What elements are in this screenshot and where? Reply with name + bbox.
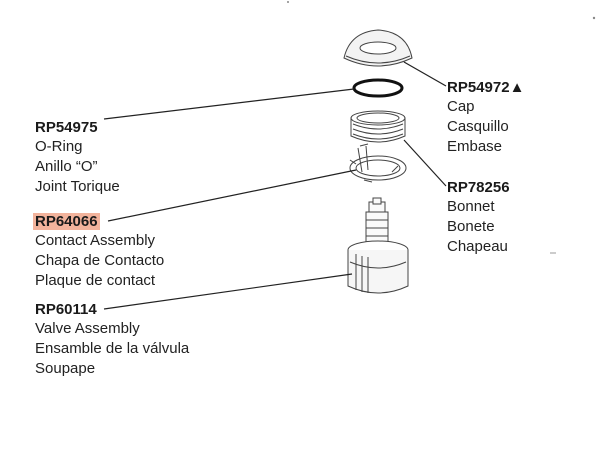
contact-desc-en: Contact Assembly: [35, 232, 156, 249]
cap-desc-fr: Embase: [447, 138, 503, 155]
stray-mark-right: [592, 16, 596, 20]
oring-desc-en: O-Ring: [35, 138, 83, 155]
contact-desc-es: Chapa de Contacto: [35, 252, 165, 269]
contact-leader-line: [107, 169, 357, 222]
valve-leader-line: [103, 273, 353, 310]
cap-desc-es: Casquillo: [447, 118, 509, 135]
contact-callout: RP64066 Contact Assembly Chapa de Contac…: [33, 212, 165, 291]
bonnet-part: [350, 110, 406, 143]
bonnet-desc-fr: Chapeau: [447, 238, 508, 255]
bonnet-leader-line: [403, 139, 447, 187]
triangle-mark-icon: ▲: [509, 79, 525, 96]
valve-desc-en: Valve Assembly: [35, 320, 140, 337]
o-ring-part: [352, 78, 404, 98]
bonnet-part-number: RP78256: [447, 179, 510, 196]
leader-lines: [103, 61, 447, 310]
valve-callout: RP60114 Valve Assembly Ensamble de la vá…: [35, 300, 189, 379]
cap-callout: RP54972▲ Cap Casquillo Embase: [447, 78, 524, 157]
cap-leader-line: [403, 61, 447, 87]
contact-part-number: RP64066: [33, 213, 100, 230]
contact-desc-fr: Plaque de contact: [35, 272, 156, 289]
valve-assembly-part: [347, 197, 409, 294]
oring-part-number: RP54975: [35, 119, 98, 136]
cap-part: [343, 29, 413, 67]
oring-desc-fr: Joint Torique: [35, 178, 120, 195]
bonnet-desc-en: Bonnet: [447, 198, 495, 215]
stray-mark-top: [287, 1, 289, 3]
valve-desc-fr: Soupape: [35, 360, 96, 377]
oring-desc-es: Anillo “O”: [35, 158, 98, 175]
bonnet-desc-es: Bonete: [447, 218, 495, 235]
bonnet-callout: RP78256 Bonnet Bonete Chapeau: [447, 178, 510, 257]
cap-part-number: RP54972▲: [447, 79, 525, 96]
oring-callout: RP54975 O-Ring Anillo “O” Joint Torique: [35, 118, 120, 197]
contact-assembly-part: [349, 143, 407, 183]
oring-leader-line: [103, 88, 355, 120]
valve-desc-es: Ensamble de la válvula: [35, 340, 190, 357]
cap-desc-en: Cap: [447, 98, 475, 115]
valve-part-number: RP60114: [35, 301, 97, 318]
